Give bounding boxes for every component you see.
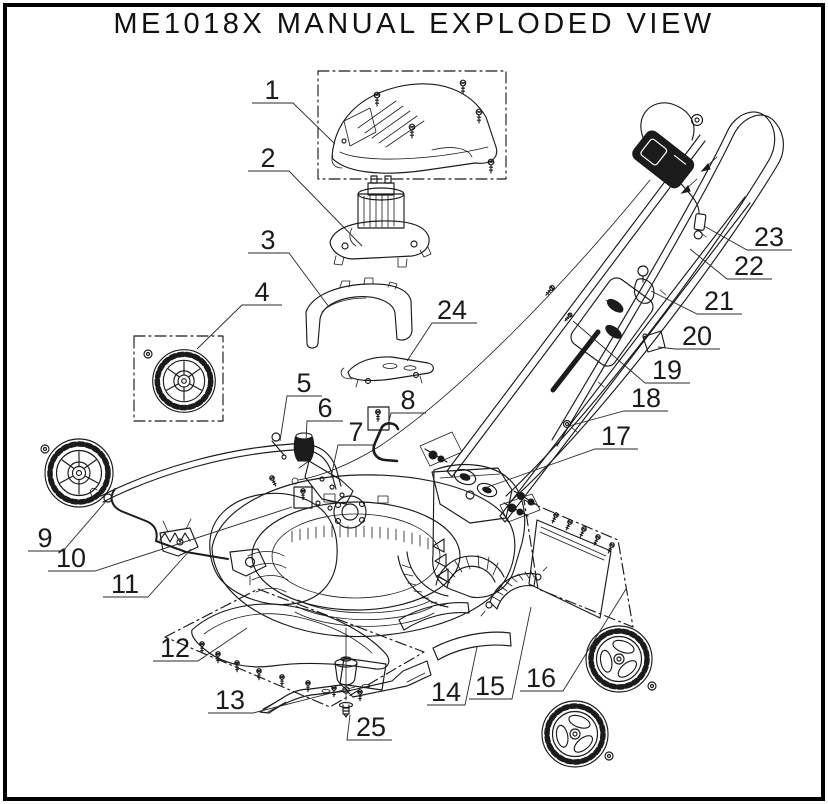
part-1-motor-cover <box>318 71 506 179</box>
wire <box>674 176 699 214</box>
part-20-clip <box>643 331 665 352</box>
svg-text:11: 11 <box>111 569 139 599</box>
part-label-14: 14 <box>427 647 477 707</box>
part-label-1: 1 <box>252 75 335 144</box>
part-label-3: 3 <box>248 225 329 307</box>
svg-text:2: 2 <box>260 143 275 173</box>
part-label-16: 16 <box>520 589 626 693</box>
svg-text:12: 12 <box>160 633 190 663</box>
svg-text:23: 23 <box>754 222 784 252</box>
front-wheel <box>41 439 113 507</box>
part-16-rear-plate <box>514 491 633 627</box>
svg-text:21: 21 <box>704 286 734 316</box>
part-label-4: 4 <box>197 277 282 349</box>
handle-assembly <box>292 103 783 522</box>
cable-loop <box>641 103 694 142</box>
part-label-20: 20 <box>658 321 720 351</box>
blade <box>260 661 431 713</box>
svg-text:6: 6 <box>317 393 332 423</box>
svg-text:25: 25 <box>356 712 386 742</box>
deck <box>210 465 525 637</box>
part-13-blade-assembly <box>260 628 431 717</box>
part-label-6: 6 <box>306 393 343 441</box>
svg-text:14: 14 <box>431 677 461 707</box>
boxed-pin-2 <box>294 487 312 508</box>
switch-box <box>630 128 697 191</box>
part-2-motor <box>330 176 431 267</box>
part-label-17: 17 <box>482 421 638 489</box>
svg-text:8: 8 <box>400 385 415 415</box>
part-24-bracket <box>341 357 433 387</box>
svg-text:18: 18 <box>631 383 661 413</box>
svg-text:17: 17 <box>601 421 631 451</box>
part-label-23: 23 <box>704 222 792 252</box>
rear-wheels <box>542 626 656 767</box>
svg-text:20: 20 <box>682 321 712 351</box>
spring <box>160 533 190 542</box>
part-label-11: 11 <box>103 549 191 599</box>
part-6-knob <box>294 433 314 461</box>
svg-text:15: 15 <box>475 671 505 701</box>
part-label-25: 25 <box>347 712 392 742</box>
tube-dark-segment <box>553 332 598 390</box>
part-label-8: 8 <box>389 385 426 421</box>
svg-text:9: 9 <box>37 523 52 553</box>
part-label-15: 15 <box>469 607 531 701</box>
part-label-24: 24 <box>407 295 477 361</box>
part-8-boxed-pin <box>368 407 389 430</box>
part-10-rod <box>112 489 228 559</box>
part-14-strips <box>399 603 511 660</box>
part-11-bracket <box>160 528 198 556</box>
part-15-rack-arc <box>481 567 547 616</box>
part-label-12: 12 <box>153 628 247 663</box>
part-25-blade-bolt <box>340 703 353 718</box>
part-label-19: 19 <box>573 321 690 385</box>
part-label-18: 18 <box>569 383 668 426</box>
part-label-5: 5 <box>280 368 322 441</box>
part-label-9: 9 <box>28 500 107 553</box>
part-labels: 1 2 3 4 5 6 7 8 9 10 11 12 13 14 15 16 1… <box>28 75 792 742</box>
part-label-21: 21 <box>651 286 742 316</box>
part-4-wheel-boxed <box>134 336 223 421</box>
part-label-13: 13 <box>208 685 355 715</box>
svg-text:7: 7 <box>348 417 363 447</box>
tube-end-hardware-right <box>500 494 540 522</box>
page-title: ME1018X MANUAL EXPLODED VIEW <box>113 8 715 40</box>
part-5-hook-bolt <box>272 433 286 459</box>
part-label-7: 7 <box>331 417 375 477</box>
plug <box>693 213 706 239</box>
part-3-motor-shroud <box>306 278 412 348</box>
part-12-front-cover <box>165 589 424 707</box>
svg-text:19: 19 <box>652 355 682 385</box>
part-label-10: 10 <box>48 507 292 573</box>
part-label-22: 22 <box>690 249 772 281</box>
svg-text:1: 1 <box>264 75 279 105</box>
j-rod <box>374 423 398 461</box>
svg-text:13: 13 <box>215 685 245 715</box>
svg-text:4: 4 <box>254 277 269 307</box>
handle-bracket-plate <box>567 274 656 369</box>
svg-text:16: 16 <box>526 663 556 693</box>
part-18-bolt <box>564 421 571 428</box>
tube-end-hardware-left <box>420 432 498 499</box>
svg-text:24: 24 <box>437 295 467 325</box>
part-21-cable-clip <box>635 266 654 303</box>
svg-text:3: 3 <box>260 225 275 255</box>
svg-text:10: 10 <box>56 543 86 573</box>
height-adjust-linkage <box>90 407 398 585</box>
part-label-2: 2 <box>248 143 362 246</box>
svg-text:22: 22 <box>734 251 764 281</box>
svg-text:5: 5 <box>296 368 311 398</box>
